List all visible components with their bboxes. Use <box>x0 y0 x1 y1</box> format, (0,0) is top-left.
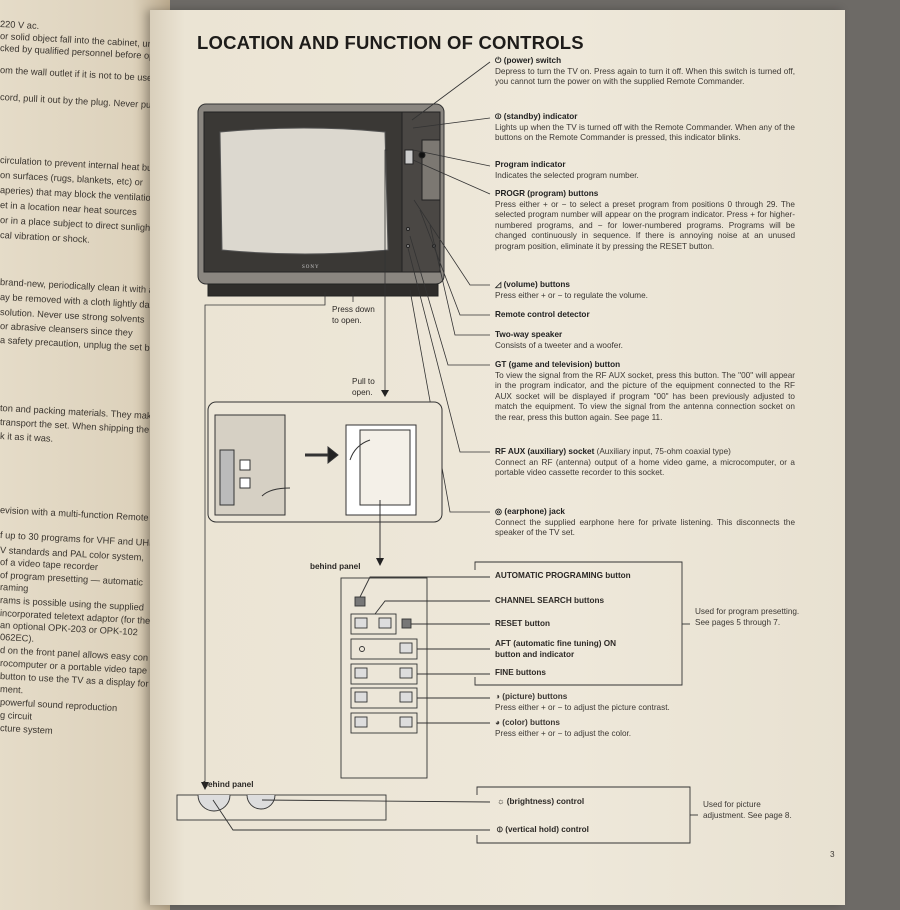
control-name: GT (game and television) button <box>495 360 621 369</box>
press-down-label: Press down to open. <box>332 305 375 325</box>
presetting-note: Used for program presetting. See pages 5… <box>695 607 800 627</box>
vertical-hold-icon: ⦶ <box>497 825 506 834</box>
color-name: (color) buttons <box>502 718 560 727</box>
control-name: Two-way speaker <box>495 330 563 339</box>
pull-to-open-label: Pull to open. <box>352 377 375 397</box>
brightness-control-label: ☼ (brightness) control <box>497 797 584 806</box>
control-name: Program indicator <box>495 160 566 169</box>
left-page: 220 V ac.or solid object fall into the c… <box>0 0 170 910</box>
picture-desc: Press either + or − to adjust the pictur… <box>495 702 670 712</box>
control-desc: Connect the supplied earphone here for p… <box>495 517 795 538</box>
control-name: (volume) buttons <box>503 280 570 289</box>
control-rf-aux-socket: RF AUX (auxiliary) socket (Auxiliary inp… <box>495 447 795 479</box>
control-name-extra: (Auxiliary input, 75-ohm coaxial type) <box>594 447 731 456</box>
brightness-text: (brightness) control <box>506 797 585 806</box>
color-desc: Press either + or − to adjust the color. <box>495 728 632 738</box>
vertical-hold-control-label: ⦶ (vertical hold) control <box>497 825 589 835</box>
control-desc: Depress to turn the TV on. Press again t… <box>495 66 795 87</box>
control-desc: Lights up when the TV is turned off with… <box>495 122 795 143</box>
fine-buttons-label: FINE buttons <box>495 668 546 677</box>
channel-search-label: CHANNEL SEARCH buttons <box>495 596 605 605</box>
control-desc: Connect an RF (antenna) output of a home… <box>495 457 795 478</box>
control-desc: Consists of a tweeter and a woofer. <box>495 340 623 350</box>
reset-button-label: RESET button <box>495 619 551 628</box>
control-desc: Press either + or − to select a preset p… <box>495 199 795 251</box>
leader-lines <box>204 61 491 785</box>
control-name: PROGR (program) buttons <box>495 189 599 198</box>
automatic-programing-label: AUTOMATIC PROGRAMING button <box>495 571 631 580</box>
panel-opening-illustration <box>207 401 443 560</box>
adjust-note: Used for picture adjustment. See page 8. <box>703 800 792 820</box>
sony-logo: SONY <box>302 265 320 270</box>
brightness-icon: ☼ <box>497 797 507 806</box>
control-remote-detector: Remote control detector <box>495 310 795 321</box>
control-name: RF AUX (auxiliary) socket <box>495 447 595 456</box>
page-title: LOCATION AND FUNCTION OF CONTROLS <box>197 32 584 53</box>
control-name: (standby) indicator <box>503 112 578 121</box>
control-name: (earphone) jack <box>504 507 565 516</box>
control-name: (power) switch <box>503 56 562 65</box>
picture-name: (picture) buttons <box>502 692 568 701</box>
tv-set-illustration <box>197 103 445 297</box>
control-desc: To view the signal from the RF AUX socke… <box>495 370 795 422</box>
behind-panel-label: behind panel <box>310 562 361 571</box>
aft-label: AFT (automatic fine tuning) ON button an… <box>495 639 616 659</box>
page-number: 3 <box>830 850 835 859</box>
control-panel-illustration <box>176 561 698 844</box>
control-desc: Press either + or − to regulate the volu… <box>495 290 648 300</box>
control-name: Remote control detector <box>495 310 590 319</box>
control-desc: Indicates the selected program number. <box>495 170 639 180</box>
behind-panel-label-2: behind panel <box>203 780 254 789</box>
vertical-hold-text: (vertical hold) control <box>505 825 589 834</box>
